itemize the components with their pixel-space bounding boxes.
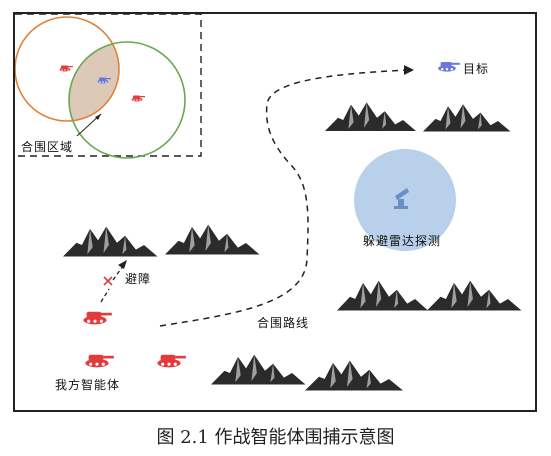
target-label: 目标 [463,62,490,76]
tank-icon [85,354,114,368]
green-circle [68,41,186,159]
mountain-icon [427,280,522,311]
tank-icon [59,65,73,72]
encircle-route-label: 合围路线 [257,316,310,330]
radar-detection-zone [354,149,456,251]
avoidance-arrow [100,265,124,303]
radar-evasion-label: 躲避雷达探测 [363,234,442,248]
tank-icon [157,354,186,368]
arrowhead-icon [118,260,127,269]
mountain-icon [325,102,416,131]
overlap-area [69,42,119,121]
mountain-icon [305,360,403,391]
arrowhead-icon [404,65,414,75]
own-agents-label: 我方智能体 [55,378,121,392]
orange-circle [15,16,120,122]
encircle-region-box [15,14,202,157]
obstacle-avoidance-label: 避障 [125,272,152,286]
mountain-icon [423,104,511,132]
mountain-icon [165,224,260,255]
diagram-frame: 合围区域 目标 躲避雷达探测 避障 合围路线 我方智能体 [13,12,537,412]
tank-icon [131,95,145,102]
encircle-route [159,69,411,327]
mountain-icon [337,280,428,311]
tank-icon [83,311,112,325]
mountain-icon [211,354,306,385]
radar-icon [394,188,409,209]
x-mark-icon [103,276,113,286]
tank-icon [438,62,460,72]
arrowhead-icon [95,114,101,120]
encircle-region-label: 合围区域 [21,140,74,154]
mountain-icon [63,226,158,257]
diagram-canvas [15,14,522,391]
figure-caption: 图 2.1 作战智能体围捕示意图 [156,427,395,448]
